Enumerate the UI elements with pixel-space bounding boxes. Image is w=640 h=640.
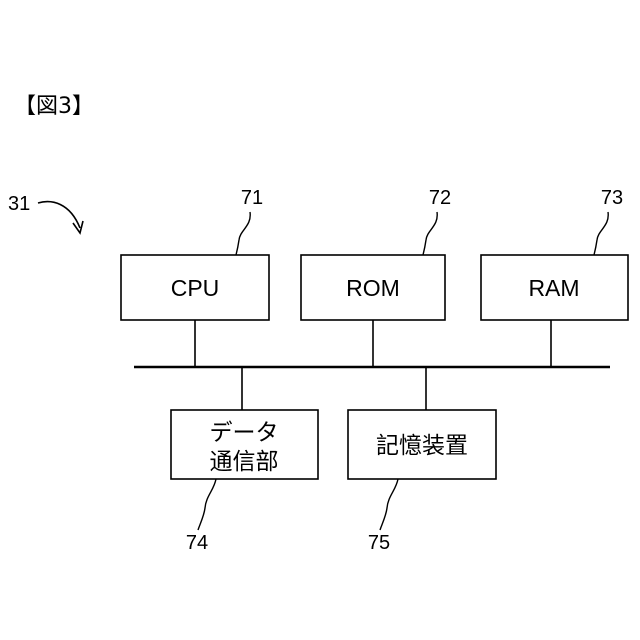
- cpu-block: CPU 71: [121, 187, 269, 367]
- storage-label: 記憶装置: [376, 432, 468, 458]
- storage-leader-line: [380, 479, 398, 530]
- comm-label-line-2: 通信部: [210, 448, 279, 474]
- comm-block: データ 通信部 74: [171, 367, 318, 554]
- ram-block: RAM 73: [481, 187, 628, 367]
- comm-leader-line: [198, 479, 216, 530]
- ram-label: RAM: [528, 275, 579, 301]
- rom-label: ROM: [346, 275, 400, 301]
- storage-block: 記憶装置 75: [348, 367, 496, 554]
- rom-leader-line: [423, 212, 437, 255]
- storage-ref-number: 75: [368, 532, 390, 554]
- comm-label-line-1: データ: [210, 419, 279, 445]
- system-ref-number: 31: [8, 193, 30, 215]
- cpu-ref-number: 71: [241, 187, 263, 209]
- ram-leader-line: [594, 212, 608, 255]
- comm-ref-number: 74: [186, 532, 208, 554]
- rom-block: ROM 72: [301, 187, 451, 367]
- rom-ref-number: 72: [429, 187, 451, 209]
- cpu-label: CPU: [171, 275, 220, 301]
- ram-ref-number: 73: [601, 187, 623, 209]
- cpu-leader-line: [236, 212, 250, 255]
